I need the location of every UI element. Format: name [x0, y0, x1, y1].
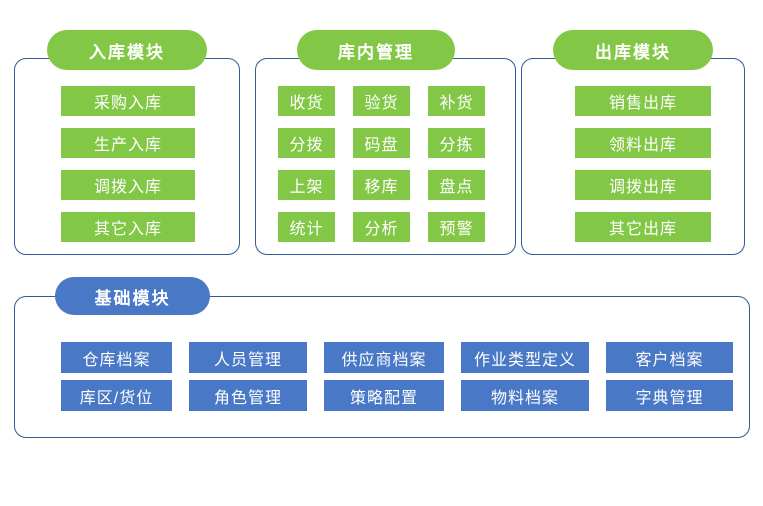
base-module-panel: 仓库档案 人员管理 供应商档案 作业类型定义 客户档案 库区/货位 角色管理 策…: [14, 296, 750, 438]
warehouse-item: 分拨: [278, 128, 335, 158]
inbound-module-title: 入库模块: [47, 30, 207, 70]
outbound-item: 其它出库: [575, 212, 711, 242]
warehouse-item: 分析: [353, 212, 410, 242]
base-item-row: 库区/货位 角色管理 策略配置 物料档案 字典管理: [61, 380, 733, 411]
inbound-item: 调拨入库: [61, 170, 195, 200]
warehouse-module-title: 库内管理: [297, 30, 455, 70]
warehouse-item: 统计: [278, 212, 335, 242]
base-item-row: 仓库档案 人员管理 供应商档案 作业类型定义 客户档案: [61, 342, 733, 373]
base-item: 客户档案: [606, 342, 733, 373]
base-item: 供应商档案: [324, 342, 444, 373]
warehouse-item: 分拣: [428, 128, 485, 158]
inbound-item: 生产入库: [61, 128, 195, 158]
outbound-item: 销售出库: [575, 86, 711, 116]
outbound-item: 调拨出库: [575, 170, 711, 200]
base-item: 人员管理: [189, 342, 307, 373]
base-module-title: 基础模块: [55, 277, 210, 315]
base-item: 作业类型定义: [461, 342, 589, 373]
base-item: 策略配置: [324, 380, 444, 411]
inbound-item-list: 采购入库 生产入库 调拨入库 其它入库: [61, 86, 195, 242]
base-item: 库区/货位: [61, 380, 172, 411]
warehouse-item: 补货: [428, 86, 485, 116]
outbound-item: 领料出库: [575, 128, 711, 158]
base-item: 仓库档案: [61, 342, 172, 373]
warehouse-item: 上架: [278, 170, 335, 200]
warehouse-item: 盘点: [428, 170, 485, 200]
warehouse-item: 收货: [278, 86, 335, 116]
inbound-item: 采购入库: [61, 86, 195, 116]
inbound-module-panel: 采购入库 生产入库 调拨入库 其它入库: [14, 58, 240, 255]
outbound-module-title: 出库模块: [553, 30, 713, 70]
warehouse-item-grid: 收货 验货 补货 分拨 码盘 分拣 上架 移库 盘点 统计 分析 预警: [278, 86, 485, 242]
outbound-module-panel: 销售出库 领料出库 调拨出库 其它出库: [521, 58, 745, 255]
base-item: 角色管理: [189, 380, 307, 411]
warehouse-item: 预警: [428, 212, 485, 242]
base-item-rows: 仓库档案 人员管理 供应商档案 作业类型定义 客户档案 库区/货位 角色管理 策…: [61, 342, 733, 411]
inbound-item: 其它入库: [61, 212, 195, 242]
warehouse-item: 验货: [353, 86, 410, 116]
warehouse-item: 移库: [353, 170, 410, 200]
base-item: 物料档案: [461, 380, 589, 411]
outbound-item-list: 销售出库 领料出库 调拨出库 其它出库: [575, 86, 711, 242]
base-item: 字典管理: [606, 380, 733, 411]
warehouse-module-panel: 收货 验货 补货 分拨 码盘 分拣 上架 移库 盘点 统计 分析 预警: [255, 58, 516, 255]
warehouse-item: 码盘: [353, 128, 410, 158]
